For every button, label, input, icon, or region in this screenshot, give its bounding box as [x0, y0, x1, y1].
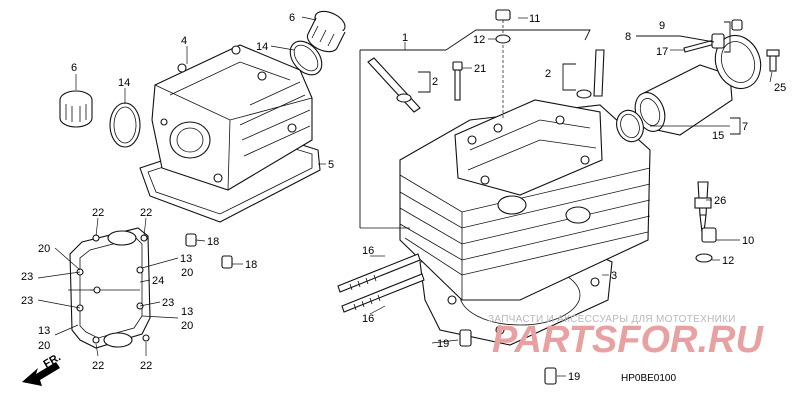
- spark-plug-and-bolt: [694, 181, 717, 263]
- label-9: 9: [659, 20, 665, 32]
- filler-cap-left: [59, 90, 141, 148]
- cylinder-head: [367, 49, 651, 385]
- label-17: 17: [656, 46, 668, 58]
- label-19: 19: [568, 371, 580, 383]
- bolt-21: [452, 61, 463, 101]
- label-23: 23: [21, 295, 33, 307]
- label-5: 5: [328, 159, 334, 171]
- label-12: 12: [722, 255, 734, 267]
- front-direction-arrow: FR.: [22, 351, 63, 386]
- label-20: 20: [181, 267, 193, 279]
- label-15: 15: [712, 130, 724, 142]
- label-6: 6: [289, 12, 295, 24]
- label-21: 21: [474, 63, 486, 75]
- label-19: 19: [437, 338, 449, 350]
- label-18: 18: [207, 236, 219, 248]
- part-labels: 1 2 2 3 4 5 6 6 7 8 9 10 11 12 12 13 13 …: [21, 12, 786, 384]
- label-1: 1: [402, 32, 408, 44]
- label-12: 12: [473, 34, 485, 46]
- label-8: 8: [625, 31, 631, 43]
- label-23: 23: [162, 297, 174, 309]
- leader-lines: [37, 16, 773, 377]
- label-6: 6: [71, 62, 77, 74]
- label-13: 13: [181, 306, 193, 318]
- watermark-logo: PARTSFOR.RU: [492, 319, 764, 361]
- gasket-detail: [69, 227, 151, 349]
- label-16: 16: [362, 245, 374, 257]
- label-20: 20: [38, 243, 50, 255]
- label-13: 13: [180, 253, 192, 265]
- watermark-text: ЗАПЧАСТИ И АКСЕССУАРЫ ДЛЯ МОТОТЕХНИКИ: [488, 314, 736, 325]
- label-26: 26: [714, 195, 726, 207]
- label-10: 10: [742, 235, 754, 247]
- filler-cap-top: [289, 10, 346, 76]
- intake-insulator: [616, 19, 780, 143]
- label-22: 22: [140, 360, 152, 372]
- label-11: 11: [529, 13, 540, 25]
- label-18: 18: [245, 259, 257, 271]
- label-20: 20: [38, 340, 50, 352]
- watermark: ЗАПЧАСТИ И АКСЕССУАРЫ ДЛЯ МОТОТЕХНИКИ PA…: [488, 314, 764, 361]
- cylinder-head-cover: [139, 44, 321, 269]
- label-16: 16: [362, 313, 374, 325]
- label-14: 14: [118, 77, 130, 89]
- label-23: 23: [21, 271, 33, 283]
- label-22: 22: [92, 207, 104, 219]
- label-3: 3: [611, 270, 617, 282]
- label-22: 22: [140, 207, 152, 219]
- label-2: 2: [545, 68, 551, 80]
- bolt-11: [495, 9, 511, 120]
- label-13: 13: [38, 325, 50, 337]
- label-4: 4: [181, 35, 187, 47]
- label-2: 2: [432, 76, 438, 88]
- studs: [337, 253, 425, 313]
- diagram-code: HP0BE0100: [621, 373, 676, 384]
- label-25: 25: [774, 82, 786, 94]
- label-22: 22: [92, 360, 104, 372]
- label-20: 20: [181, 320, 193, 332]
- label-24: 24: [152, 275, 164, 287]
- label-7: 7: [742, 121, 748, 133]
- label-14: 14: [256, 41, 268, 53]
